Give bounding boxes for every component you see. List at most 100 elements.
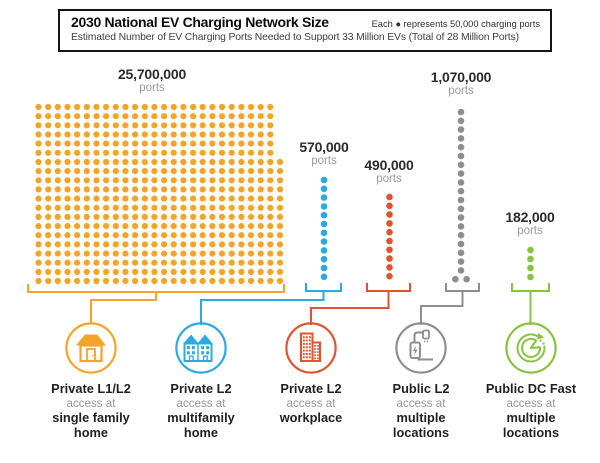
dot: [151, 259, 158, 266]
value-unit: ports: [311, 155, 337, 167]
dot: [320, 255, 328, 263]
dot: [228, 140, 235, 147]
dot: [218, 223, 226, 230]
dot: [257, 241, 264, 248]
dot: [103, 131, 110, 138]
dot: [151, 277, 158, 285]
dot: [238, 149, 245, 156]
dot: [218, 140, 226, 147]
dot: [83, 131, 90, 138]
dot: [247, 259, 255, 266]
dot: [112, 277, 119, 285]
value-unit: ports: [376, 173, 402, 185]
dot: [199, 195, 206, 202]
dot: [238, 241, 245, 248]
category-line: home: [73, 424, 109, 440]
dot: [228, 131, 235, 138]
dot: [199, 223, 206, 230]
category-line: multiple: [506, 410, 556, 426]
dot: [112, 113, 119, 120]
dot: [199, 213, 206, 220]
dot: [276, 186, 284, 193]
dot: [74, 177, 81, 184]
dot: [170, 149, 177, 156]
dot: [209, 177, 216, 184]
dot: [74, 241, 81, 248]
dot: [132, 277, 139, 285]
dot: [257, 213, 264, 220]
dot: [527, 246, 534, 254]
value-unit: ports: [517, 225, 543, 237]
dot: [141, 149, 148, 156]
dot: [93, 168, 100, 175]
dot: [457, 267, 465, 274]
dot: [132, 204, 139, 211]
dot: [112, 223, 119, 230]
dot: [228, 149, 235, 156]
single-family-home-icon: [64, 321, 118, 375]
dot: [74, 140, 81, 147]
dot: [93, 223, 100, 230]
dot: [209, 158, 216, 166]
dot: [64, 213, 71, 220]
dot: [267, 103, 274, 111]
dot: [141, 177, 148, 184]
dot: [132, 113, 139, 120]
dot: [161, 241, 168, 248]
dot: [170, 168, 177, 175]
dot: [35, 168, 42, 175]
dot: [228, 277, 235, 285]
dot: [35, 232, 42, 239]
dot: [218, 268, 226, 275]
dot: [190, 103, 197, 111]
dot: [141, 268, 148, 275]
dot: [93, 140, 100, 147]
dot: [74, 122, 81, 129]
dot: [267, 213, 274, 220]
dot: [257, 103, 264, 111]
dot: [132, 140, 139, 147]
dot: [267, 122, 274, 129]
dot: [112, 250, 119, 257]
dot: [103, 186, 110, 193]
dot: [209, 250, 216, 257]
dot: [132, 223, 139, 230]
dot: [276, 241, 284, 248]
dot: [161, 232, 168, 239]
dot: [83, 204, 90, 211]
dot: [151, 158, 158, 166]
dot: [161, 103, 168, 111]
dot: [180, 250, 187, 257]
value-unit: ports: [139, 82, 165, 94]
dot: [112, 268, 119, 275]
dot: [257, 177, 264, 184]
dot: [83, 232, 90, 239]
dot: [74, 250, 81, 257]
dot: [45, 122, 52, 129]
dot: [74, 131, 81, 138]
dot: [199, 232, 206, 239]
dot: [93, 103, 100, 111]
dot: [93, 195, 100, 202]
dot: [45, 103, 52, 111]
dot: [103, 149, 110, 156]
dot: [122, 268, 129, 275]
dot: [320, 194, 328, 201]
dot: [151, 113, 158, 120]
dot: [257, 186, 264, 193]
category-line: locations: [502, 424, 560, 440]
dot: [320, 176, 328, 184]
dot: [151, 103, 158, 111]
dot: [54, 250, 61, 257]
dot: [228, 158, 235, 166]
dot: [247, 186, 255, 193]
dot: [103, 259, 110, 266]
dot: [190, 195, 197, 202]
dot: [180, 122, 187, 129]
dot: [190, 168, 197, 175]
dot: [386, 211, 393, 218]
dot: [267, 195, 274, 202]
dot: [247, 140, 255, 147]
dot: [228, 177, 235, 184]
dot: [151, 131, 158, 138]
